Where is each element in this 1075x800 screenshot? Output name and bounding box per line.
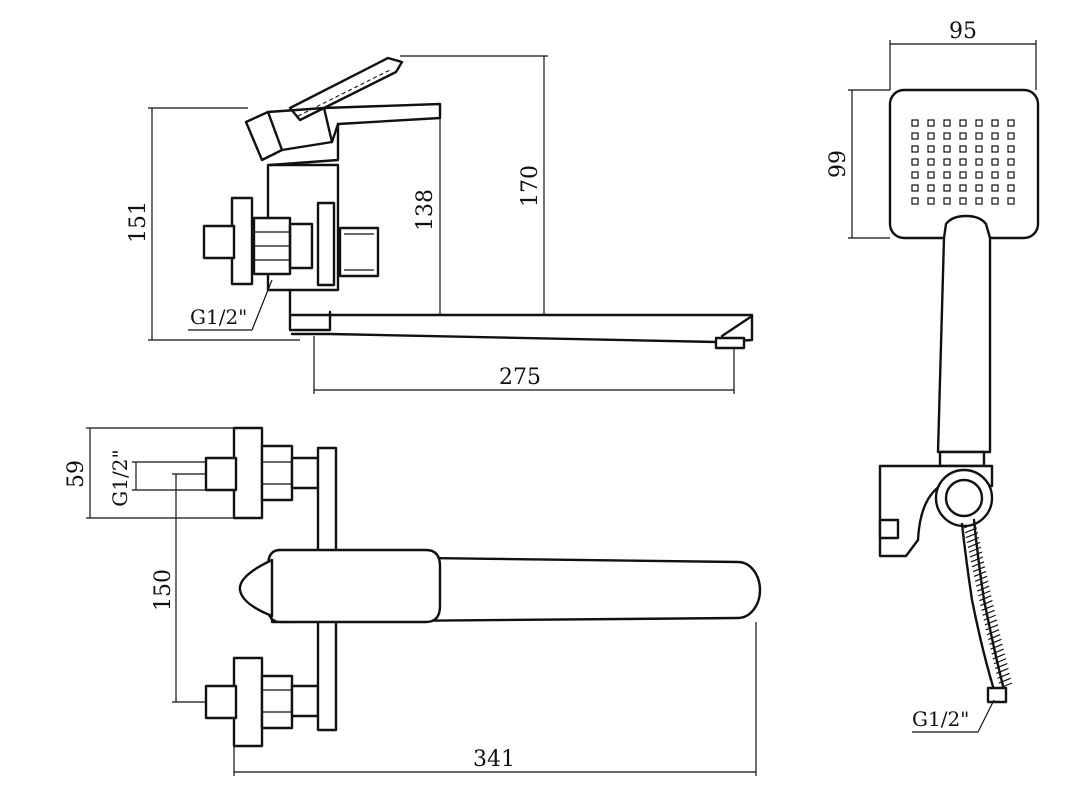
shower-handle-neck (938, 450, 986, 468)
hand-shower: 95 99 G1/2" (826, 19, 1040, 733)
nozzle (1007, 171, 1015, 179)
dim-150: 150 (151, 473, 206, 703)
lower-inlet (204, 656, 320, 748)
shower-hose (960, 518, 1013, 704)
nozzle (991, 197, 999, 205)
dim-59-label: 59 (64, 460, 89, 488)
spout-top (238, 548, 762, 624)
nozzle (975, 197, 983, 205)
nozzle (991, 132, 999, 140)
thread-side-label: G1/2" (190, 305, 247, 329)
nozzle (1007, 145, 1015, 153)
dim-341: 341 (233, 622, 757, 776)
nozzle (911, 184, 919, 192)
nozzle (943, 171, 951, 179)
nozzle-grid (911, 119, 1015, 205)
dim-341-label: 341 (473, 747, 515, 772)
nozzle (927, 145, 935, 153)
nozzle (1007, 184, 1015, 192)
dim-151-label: 151 (126, 201, 151, 243)
thread-top-label: G1/2" (108, 449, 132, 506)
nozzle (927, 171, 935, 179)
nozzle (959, 119, 967, 127)
nozzle (943, 119, 951, 127)
nozzle (1007, 197, 1015, 205)
nozzle (991, 184, 999, 192)
shower-handle (936, 214, 992, 454)
nozzle (943, 145, 951, 153)
nozzle (991, 119, 999, 127)
nozzle (959, 158, 967, 166)
nozzle (927, 158, 935, 166)
nozzle (911, 132, 919, 140)
dim-170-label: 170 (518, 165, 543, 207)
nozzle (943, 158, 951, 166)
nozzle (975, 119, 983, 127)
nozzle (959, 197, 967, 205)
nozzle (927, 197, 935, 205)
nozzle (927, 184, 935, 192)
lever-handle (244, 56, 442, 167)
thread-hose-label: G1/2" (912, 707, 969, 731)
nozzle (991, 145, 999, 153)
dim-138-label: 138 (413, 189, 438, 231)
nozzle (911, 119, 919, 127)
dim-95: 95 (889, 19, 1037, 90)
spout (290, 313, 754, 350)
nozzle (975, 132, 983, 140)
top-view: 59 G1/2" 150 341 (64, 426, 762, 776)
dim-99: 99 (826, 89, 890, 239)
dim-99-label: 99 (826, 150, 851, 178)
nozzle (927, 132, 935, 140)
dim-275: 275 (313, 336, 735, 394)
side-view: 151 138 170 275 G1/2" (126, 55, 754, 394)
dim-150-label: 150 (151, 569, 176, 611)
nozzle (943, 184, 951, 192)
nozzle (975, 171, 983, 179)
nozzle (991, 158, 999, 166)
nozzle (959, 132, 967, 140)
dim-138: 138 (413, 104, 441, 315)
nozzle (975, 145, 983, 153)
wall-bracket (878, 464, 994, 558)
nozzle (911, 158, 919, 166)
nozzle (927, 119, 935, 127)
nozzle (911, 197, 919, 205)
nozzle (959, 145, 967, 153)
dim-170: 170 (400, 55, 548, 315)
nozzle (959, 184, 967, 192)
dim-59: 59 (64, 427, 234, 519)
thread-callout-top: G1/2" (108, 449, 206, 507)
dim-275-label: 275 (499, 365, 541, 390)
dim-151: 151 (126, 107, 300, 341)
thread-callout-side: G1/2" (188, 279, 273, 331)
nozzle (991, 171, 999, 179)
nozzle (975, 184, 983, 192)
nozzle (911, 171, 919, 179)
nozzle (1007, 132, 1015, 140)
nozzle (911, 145, 919, 153)
valve-body (266, 163, 380, 332)
nozzle (943, 197, 951, 205)
nozzle (1007, 119, 1015, 127)
nozzle (975, 158, 983, 166)
nozzle (943, 132, 951, 140)
wall-connector (202, 196, 314, 286)
thread-callout-hose: G1/2" (912, 699, 995, 733)
dim-95-label: 95 (949, 19, 977, 44)
upper-inlet (204, 426, 320, 520)
nozzle (1007, 158, 1015, 166)
nozzle (959, 171, 967, 179)
